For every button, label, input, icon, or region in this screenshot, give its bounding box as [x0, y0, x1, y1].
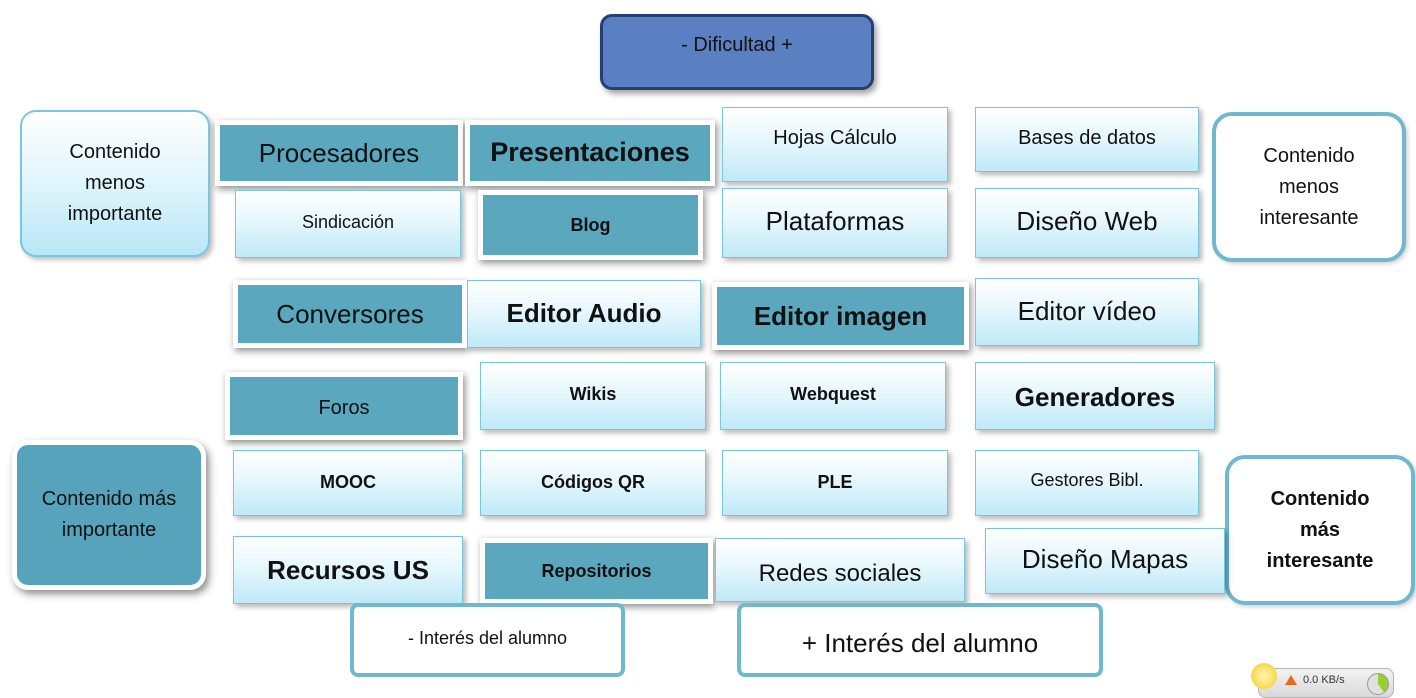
interest-low-axis-box: - Interés del alumno	[350, 603, 625, 677]
item-webquest-label: Webquest	[790, 384, 876, 404]
item-presentaciones: Presentaciones	[465, 120, 715, 186]
item-presentaciones-label: Presentaciones	[490, 137, 690, 168]
difficulty-axis-label: - Dificultad +	[681, 34, 793, 56]
item-plataformas-label: Plataformas	[765, 206, 905, 236]
interest-high-axis-box: + Interés del alumno	[737, 603, 1103, 677]
item-bases-datos-label: Bases de datos	[1018, 127, 1156, 149]
item-editor-imagen-label: Editor imagen	[753, 300, 928, 331]
item-webquest: Webquest	[720, 362, 946, 430]
weather-sun-icon	[1251, 663, 1277, 689]
network-speed-widget[interactable]: 0.0 KB/s	[1251, 663, 1394, 698]
item-foros: Foros	[225, 372, 463, 440]
legend-less-interesting-label: Contenido menos interesante	[1259, 144, 1359, 229]
item-sindicacion: Sindicación	[235, 190, 461, 258]
item-plataformas: Plataformas	[722, 188, 948, 258]
item-mooc-label: MOOC	[320, 472, 376, 492]
item-blog: Blog	[478, 190, 703, 260]
legend-more-interesting: Contenido más interesante	[1225, 455, 1415, 605]
item-editor-video: Editor vídeo	[975, 278, 1199, 346]
legend-less-important-label: Contenido menos importante	[67, 141, 163, 225]
item-hojas-calculo: Hojas Cálculo	[722, 107, 948, 182]
network-speed-label: 0.0 KB/s	[1303, 674, 1345, 686]
item-ple-label: PLE	[817, 472, 853, 492]
item-sindicacion-label: Sindicación	[301, 212, 395, 232]
item-procesadores: Procesadores	[215, 120, 463, 186]
item-procesadores-label: Procesadores	[258, 137, 420, 168]
item-generadores-label: Generadores	[1014, 382, 1176, 412]
item-gestores-bibl-label: Gestores Bibl.	[1030, 470, 1144, 490]
item-editor-video-label: Editor vídeo	[1017, 296, 1157, 326]
item-wikis: Wikis	[480, 362, 706, 430]
item-editor-audio: Editor Audio	[467, 280, 701, 348]
item-conversores-label: Conversores	[276, 298, 424, 329]
item-generadores: Generadores	[975, 362, 1215, 430]
item-codigos-qr: Códigos QR	[480, 450, 706, 516]
item-diseno-web: Diseño Web	[975, 188, 1199, 258]
item-hojas-calculo-label: Hojas Cálculo	[773, 127, 897, 149]
item-recursos-us: Recursos US	[233, 536, 463, 604]
item-editor-audio-label: Editor Audio	[506, 298, 662, 328]
item-diseno-mapas-label: Diseño Mapas	[1021, 544, 1189, 574]
difficulty-axis-box: - Dificultad +	[600, 14, 874, 90]
item-bases-datos: Bases de datos	[975, 107, 1199, 172]
item-diseno-web-label: Diseño Web	[1016, 206, 1158, 236]
legend-less-important: Contenido menos importante	[20, 110, 210, 257]
item-recursos-us-label: Recursos US	[267, 554, 429, 585]
upload-arrow-icon	[1285, 675, 1297, 685]
item-conversores: Conversores	[233, 280, 467, 348]
item-repositorios: Repositorios	[480, 538, 713, 604]
item-foros-label: Foros	[318, 397, 370, 419]
item-ple: PLE	[722, 450, 948, 516]
gauge-icon	[1367, 673, 1389, 695]
item-codigos-qr-label: Códigos QR	[541, 472, 645, 492]
legend-more-interesting-label: Contenido más interesante	[1266, 487, 1374, 572]
item-repositorios-label: Repositorios	[541, 560, 652, 581]
interest-low-axis-label: - Interés del alumno	[407, 628, 568, 648]
item-blog-label: Blog	[570, 214, 611, 235]
item-wikis-label: Wikis	[569, 384, 617, 404]
item-redes-sociales: Redes sociales	[715, 538, 965, 602]
legend-more-important: Contenido más importante	[12, 440, 206, 590]
interest-high-axis-label: + Interés del alumno	[801, 628, 1039, 658]
item-gestores-bibl: Gestores Bibl.	[975, 450, 1199, 516]
legend-less-interesting: Contenido menos interesante	[1212, 112, 1406, 262]
item-redes-sociales-label: Redes sociales	[758, 560, 922, 587]
legend-more-important-label: Contenido más importante	[41, 488, 177, 541]
item-editor-imagen: Editor imagen	[712, 282, 969, 350]
item-mooc: MOOC	[233, 450, 463, 516]
item-diseno-mapas: Diseño Mapas	[985, 528, 1225, 594]
